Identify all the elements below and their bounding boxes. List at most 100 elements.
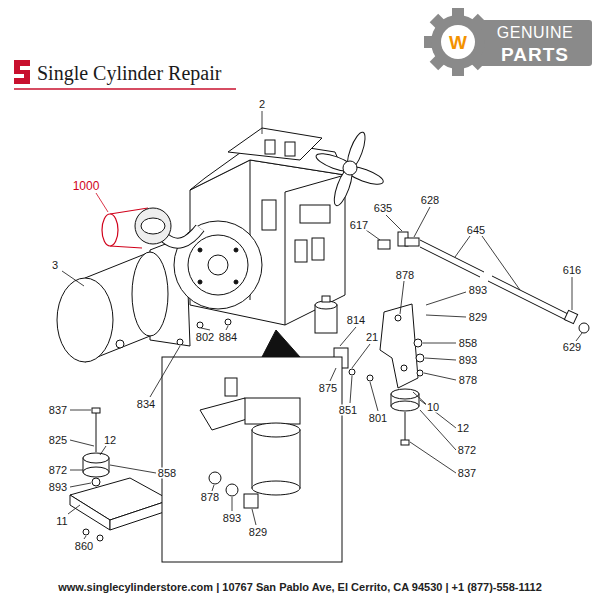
fuel-line-part — [564, 310, 577, 323]
leader-lines-part — [410, 442, 456, 473]
fuel-line-part — [405, 238, 419, 246]
callout-number: 802 — [195, 332, 215, 343]
intake-elbow — [102, 208, 200, 248]
brand-logo-part — [14, 60, 30, 84]
callout-number: 834 — [136, 399, 156, 410]
leader-lines-part — [370, 382, 378, 411]
engine-part — [177, 339, 183, 345]
inset-detail-part — [262, 330, 300, 357]
callout-number: 1000 — [72, 180, 101, 192]
intake-elbow-part — [135, 208, 171, 244]
mount-bracket-part — [417, 370, 423, 376]
callout-number: 814 — [346, 315, 366, 326]
inset-detail-part — [252, 481, 300, 495]
inset-detail-part — [226, 484, 238, 496]
leader-lines-part — [572, 277, 573, 310]
fuel-line-part — [378, 240, 390, 249]
mount-bracket-part — [380, 304, 418, 388]
leader-lines-part — [96, 193, 108, 212]
left-mount-part — [83, 467, 109, 477]
callout-number: 878 — [458, 375, 478, 386]
leader-lines-part — [70, 410, 91, 411]
callout-number: 893 — [222, 513, 242, 524]
engine-part — [265, 140, 275, 154]
mount-bracket-part — [367, 375, 373, 381]
engine-part — [198, 248, 202, 252]
leader-lines-part — [413, 392, 426, 404]
brand-name: Single Cylinder Repair — [36, 63, 222, 83]
callout-number: 829 — [248, 527, 268, 538]
leader-lines-part — [70, 470, 83, 471]
leader-lines-part — [400, 281, 404, 314]
leader-lines-part — [426, 315, 466, 317]
leader-lines-part — [455, 236, 470, 257]
callout-number: 860 — [74, 541, 94, 552]
leader-lines — [62, 111, 582, 539]
intake-elbow-part — [102, 214, 118, 246]
inset-detail-part — [162, 357, 342, 562]
leader-lines-part — [226, 326, 228, 330]
engine-part — [188, 235, 248, 295]
genuine-parts-badge-part — [430, 14, 487, 71]
callout-number: 875 — [318, 383, 338, 394]
left-mount-part — [70, 495, 110, 530]
callout-number: 858 — [157, 468, 177, 479]
genuine-parts-badge-part — [431, 15, 485, 69]
inset-detail-part — [245, 398, 300, 424]
footer-address: www.singlecylinderstore.com | 10767 San … — [0, 582, 600, 593]
fuel-line-part — [420, 240, 484, 272]
leader-lines-part — [70, 440, 94, 446]
engine-part — [225, 319, 231, 325]
engine-part — [285, 192, 286, 325]
leader-lines-part — [420, 410, 456, 450]
leader-lines-part — [425, 358, 456, 360]
engine-part — [197, 322, 203, 328]
leader-lines-part — [352, 344, 370, 368]
fuel-line-part — [488, 281, 566, 320]
left-mount-part — [97, 535, 103, 541]
brand-logo — [14, 60, 236, 89]
inset-detail-part — [225, 378, 237, 396]
callout-number: 829 — [468, 312, 488, 323]
leader-lines-part — [212, 485, 214, 491]
fuel-line-part — [420, 247, 480, 277]
callout-number: 635 — [373, 203, 393, 214]
mount-bracket-part — [391, 401, 419, 411]
callout-number: 872 — [457, 445, 477, 456]
engine-part — [312, 238, 324, 260]
engine-part — [234, 248, 238, 252]
brand-mark: W — [448, 33, 468, 52]
leader-lines-part — [110, 465, 156, 473]
left-mount-part — [92, 478, 100, 486]
callout-number: 12 — [456, 423, 470, 434]
intake-elbow-part — [141, 218, 165, 234]
genuine-parts-badge-part — [441, 25, 475, 59]
engine-part — [300, 205, 330, 223]
callout-number: 878 — [200, 492, 220, 503]
leader-lines-part — [62, 271, 84, 286]
mount-bracket-part — [401, 365, 407, 371]
left-mount-part — [83, 453, 109, 463]
callout-number: 2 — [258, 99, 266, 110]
leader-lines-part — [576, 333, 582, 341]
engine-part — [295, 240, 307, 262]
callout-number: 3 — [51, 260, 59, 271]
brand-logo-part — [14, 88, 236, 90]
mount-bracket — [334, 304, 424, 445]
leader-lines-part — [386, 215, 402, 231]
air-cleaner-part — [57, 278, 113, 362]
leader-lines-part — [150, 346, 180, 397]
callout-number: 893 — [458, 355, 478, 366]
leader-lines-part — [232, 497, 233, 511]
leader-lines-part — [201, 328, 210, 330]
callout-number: 851 — [338, 405, 358, 416]
leader-lines-part — [252, 509, 256, 525]
callout-number: 893 — [468, 285, 488, 296]
badge-text: GENUINE — [496, 25, 574, 41]
leader-lines-part — [420, 400, 456, 428]
inset-detail-part — [252, 430, 300, 488]
engine-part — [208, 255, 228, 275]
engine-part — [343, 161, 357, 175]
inset-detail-part — [244, 494, 258, 508]
callout-number: 878 — [395, 270, 415, 281]
